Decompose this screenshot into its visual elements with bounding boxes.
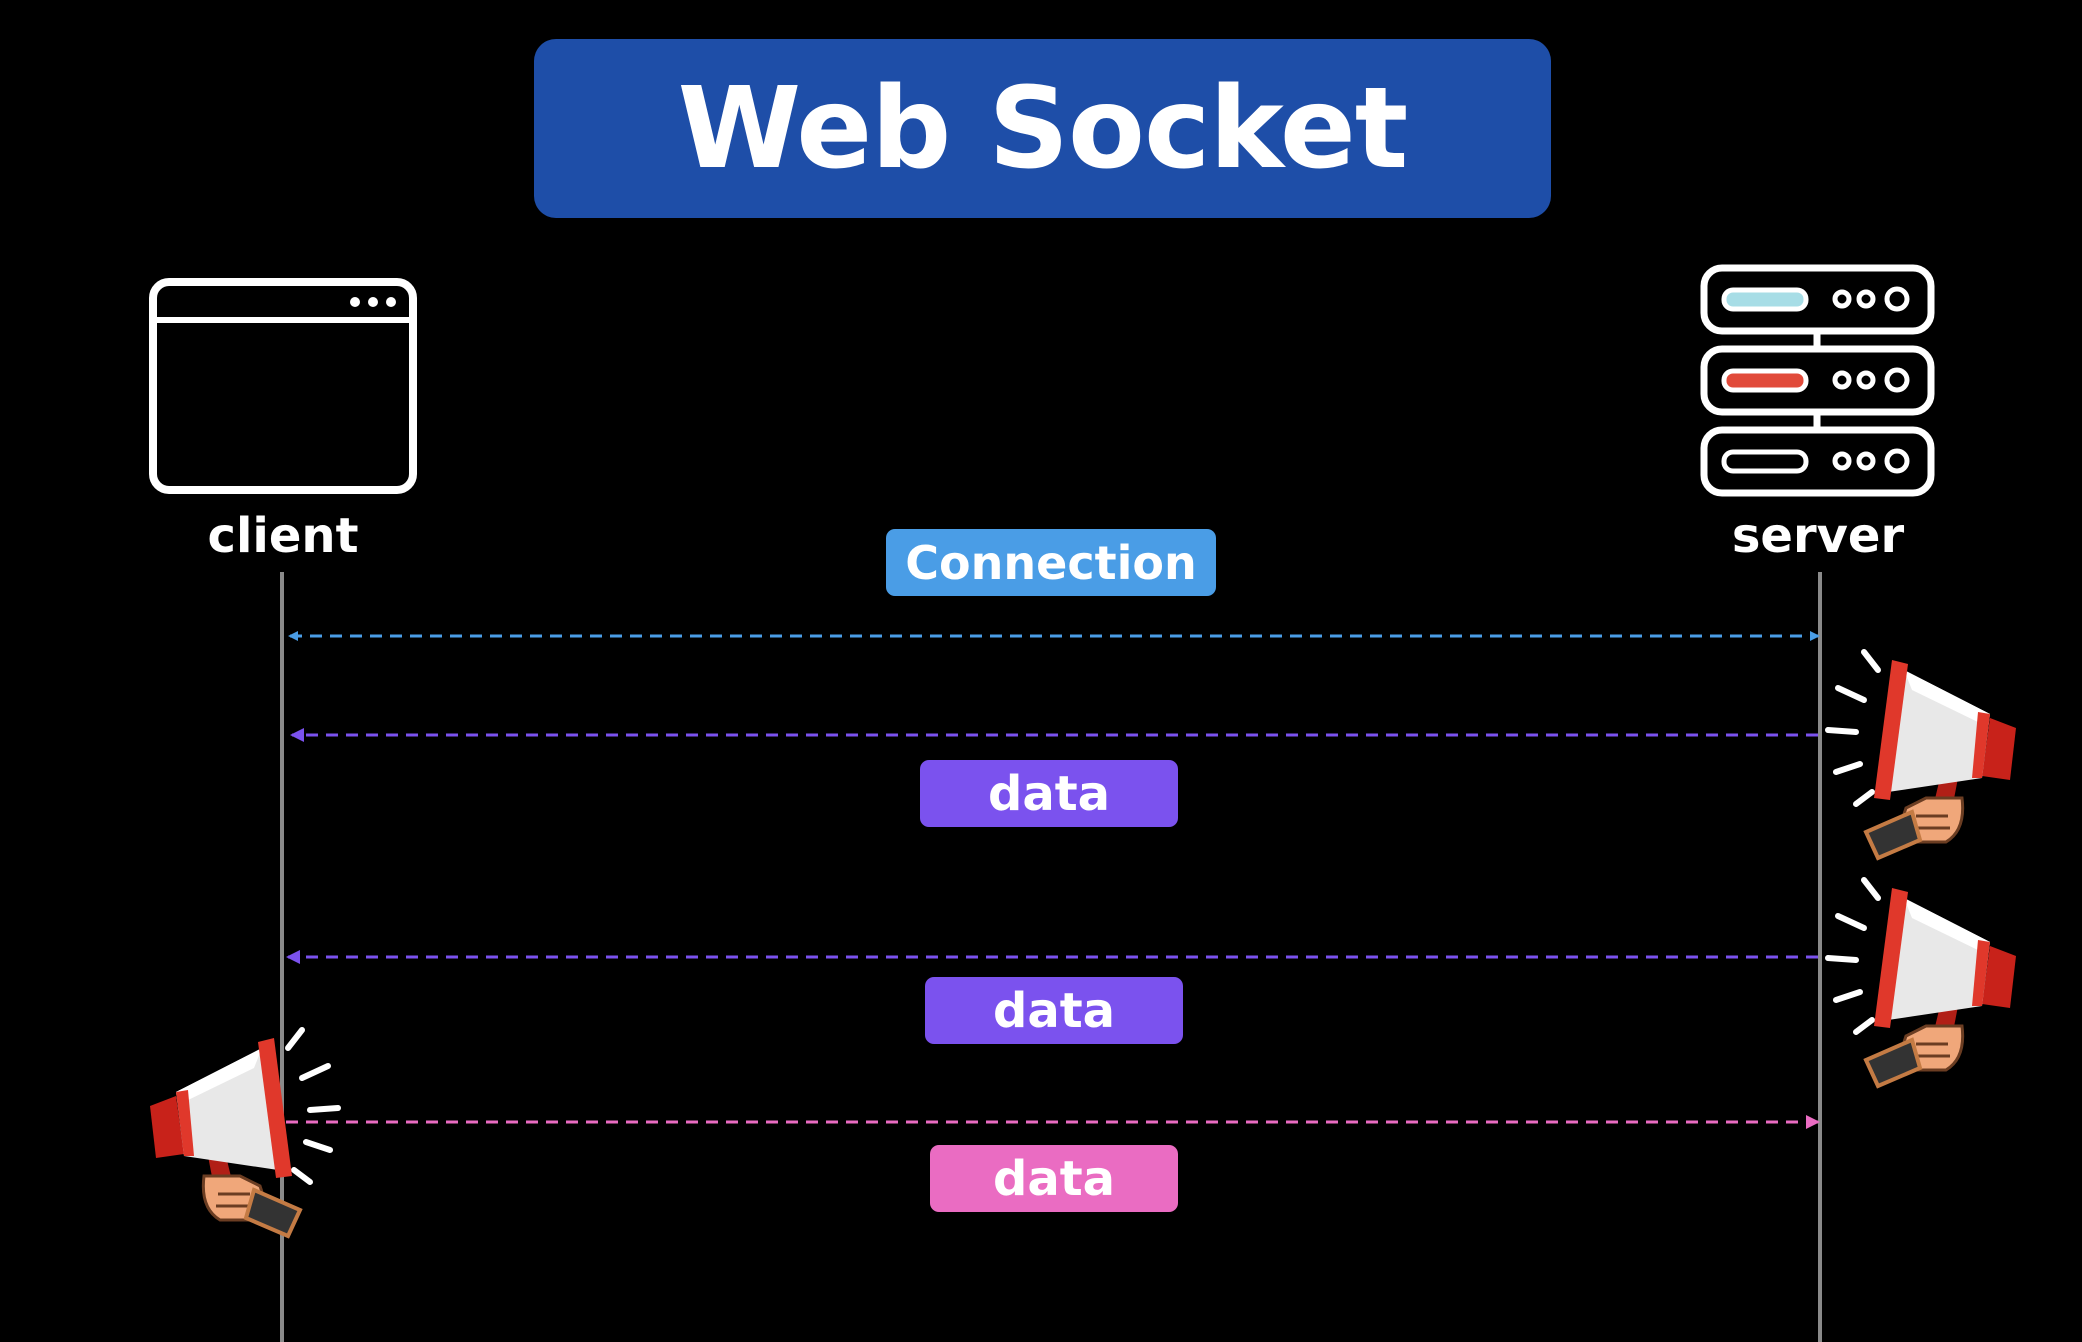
megaphone-icon: [1828, 880, 2016, 1086]
megaphone-icon: [1828, 652, 2016, 858]
title-banner: Web Socket: [534, 39, 1551, 218]
data-label-1: data: [920, 760, 1178, 827]
data-label-2: data: [925, 977, 1183, 1044]
browser-window-icon: [149, 278, 417, 494]
megaphone-icon: [150, 1030, 338, 1236]
page-title: Web Socket: [677, 63, 1409, 194]
connection-label: Connection: [886, 529, 1216, 596]
server-label: server: [1731, 508, 1905, 564]
data-label-3: data: [930, 1145, 1178, 1212]
client-label: client: [207, 508, 359, 564]
server-stack-icon: [1700, 264, 1935, 497]
